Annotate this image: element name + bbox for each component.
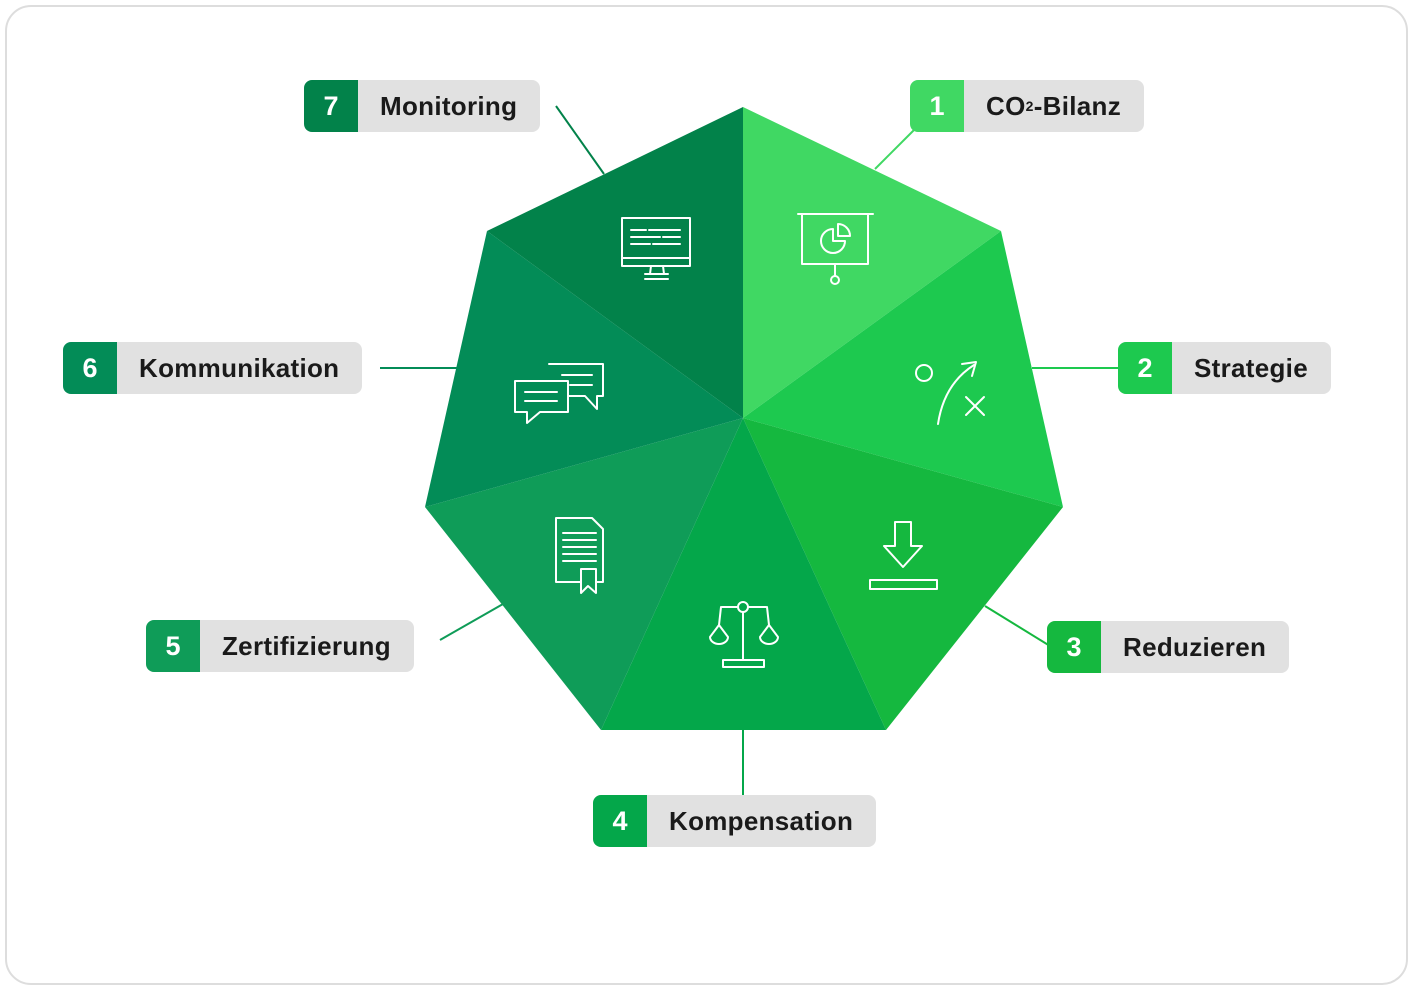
step-1-text-main: CO	[986, 90, 1026, 121]
download-arrow-icon	[869, 521, 938, 590]
certificate-icon	[555, 517, 604, 594]
connector-7	[555, 105, 605, 175]
step-6-number: 6	[63, 342, 117, 394]
step-7-label: 7 Monitoring	[304, 80, 541, 132]
step-4-label: 4 Kompensation	[593, 795, 877, 847]
segment-7	[487, 107, 743, 418]
step-7-text: Monitoring	[358, 80, 541, 132]
balance-scale-icon	[709, 601, 779, 668]
segment-1	[743, 107, 1001, 418]
connector-1	[874, 129, 915, 170]
step-3-text: Reduzieren	[1101, 621, 1290, 673]
segment-2	[743, 231, 1063, 507]
connector-5	[439, 603, 504, 641]
step-3-label: 3 Reduzieren	[1047, 621, 1290, 673]
step-5-label: 5 Zertifizierung	[146, 620, 414, 672]
strategy-play-icon	[915, 361, 985, 425]
step-4-text: Kompensation	[647, 795, 877, 847]
presentation-chart-icon	[797, 213, 874, 285]
step-2-number: 2	[1118, 342, 1172, 394]
segment-5	[425, 418, 743, 730]
step-1-text-suffix: -Bilanz	[1033, 90, 1122, 121]
heptagon-diagram	[380, 105, 1120, 796]
monitor-icon	[621, 217, 691, 280]
step-1-text-subscript: 2	[1025, 98, 1034, 114]
segment-4	[601, 418, 886, 730]
segment-6	[425, 231, 743, 507]
step-2-label: 2 Strategie	[1118, 342, 1331, 394]
connector-3	[984, 605, 1051, 647]
segment-3	[743, 418, 1063, 730]
step-2-text: Strategie	[1172, 342, 1331, 394]
step-4-number: 4	[593, 795, 647, 847]
step-5-number: 5	[146, 620, 200, 672]
step-3-number: 3	[1047, 621, 1101, 673]
step-7-number: 7	[304, 80, 358, 132]
step-5-text: Zertifizierung	[200, 620, 414, 672]
step-6-label: 6 Kommunikation	[63, 342, 363, 394]
step-6-text: Kommunikation	[117, 342, 363, 394]
chat-bubbles-icon	[514, 363, 604, 424]
step-1-number: 1	[910, 80, 964, 132]
